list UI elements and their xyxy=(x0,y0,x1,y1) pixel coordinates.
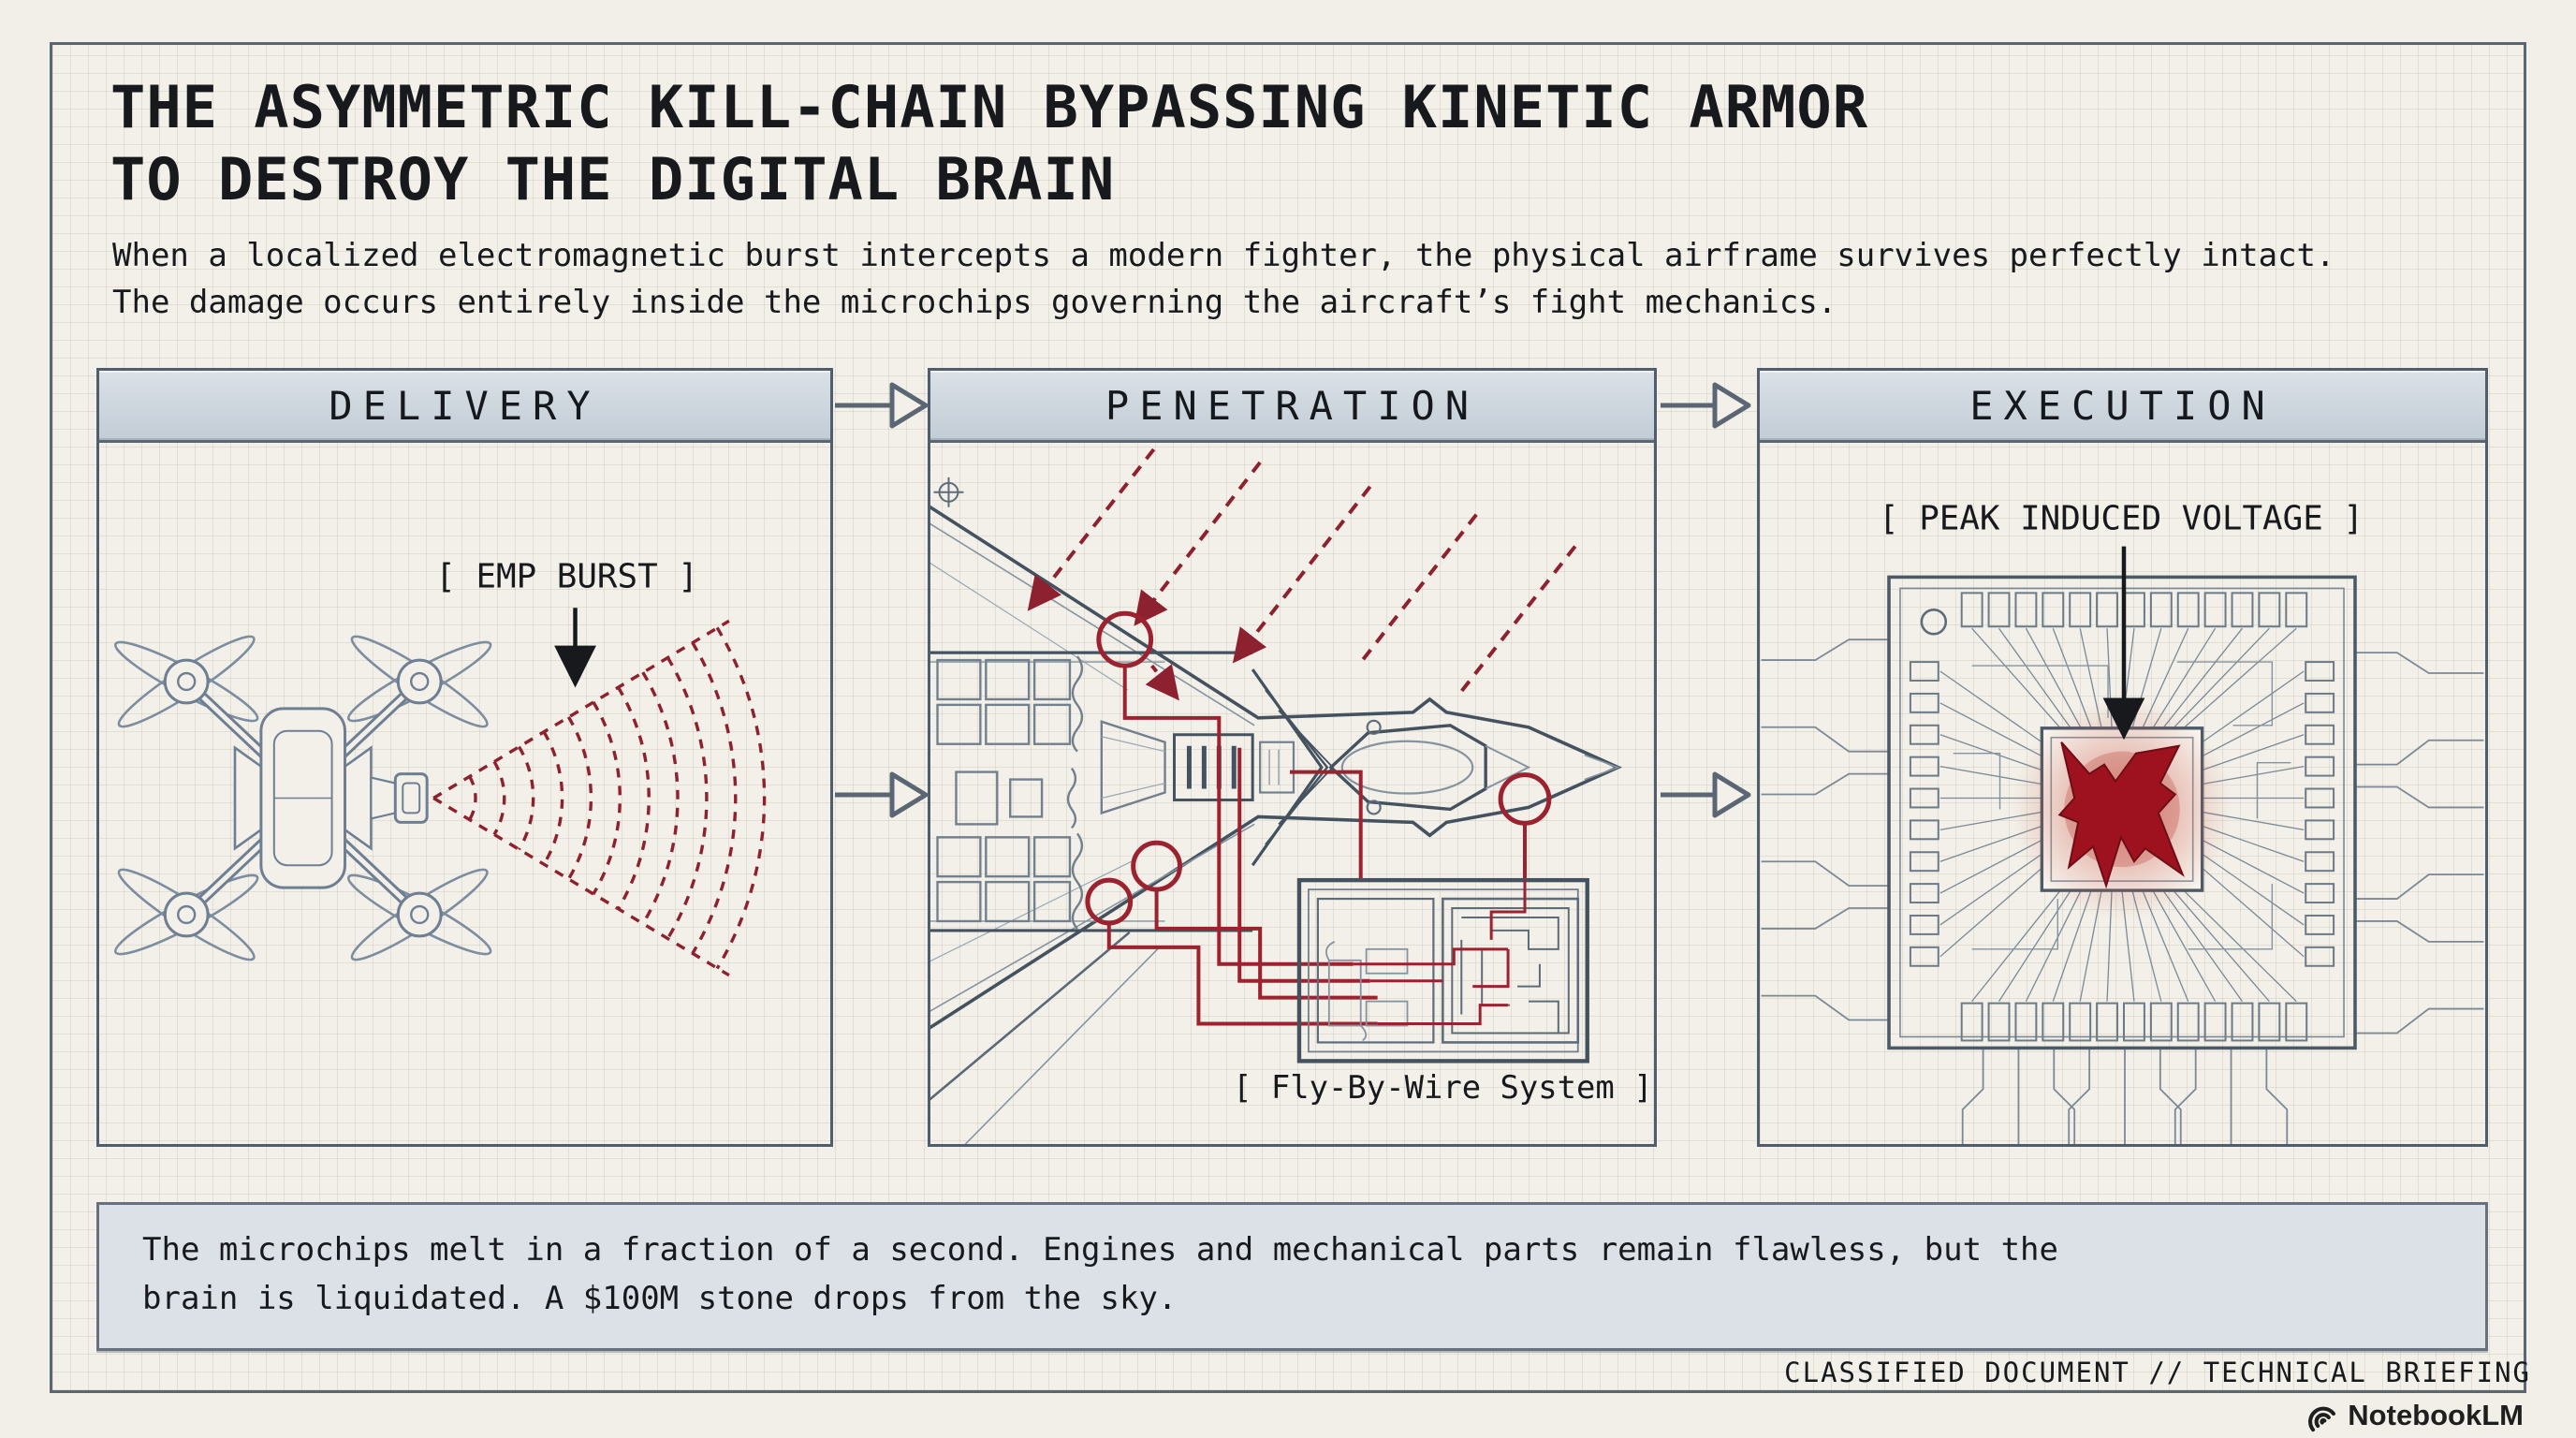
panel-penetration-title: PENETRATION xyxy=(1105,382,1480,429)
emp-burst-label: [ EMP BURST ] xyxy=(435,557,698,595)
pin1-marker-icon xyxy=(1920,609,1948,636)
emp-burst-cone xyxy=(432,619,767,977)
brand-name: NotebookLM xyxy=(2348,1399,2524,1431)
brand-watermark: NotebookLM xyxy=(2306,1399,2524,1432)
panel-execution-header: EXECUTION xyxy=(1760,371,2485,443)
title-line-1: THE ASYMMETRIC KILL-CHAIN BYPASSING KINE… xyxy=(110,73,1869,141)
drone-motor-pods xyxy=(163,658,443,938)
drone-body xyxy=(233,707,429,889)
classification-banner: CLASSIFIED DOCUMENT // TECHNICAL BRIEFIN… xyxy=(1784,1357,2531,1388)
jet-canopy xyxy=(1328,719,1620,815)
jet-turbine xyxy=(1100,720,1295,815)
chip-die xyxy=(2012,698,2232,919)
summary-line-1: The microchips melt in a fraction of a s… xyxy=(142,1231,2058,1269)
page-title: THE ASYMMETRIC KILL-CHAIN BYPASSING KINE… xyxy=(110,71,1868,215)
board-traces xyxy=(1761,638,2484,1144)
document-frame: THE ASYMMETRIC KILL-CHAIN BYPASSING KINE… xyxy=(50,42,2529,1393)
subtitle-line-1: When a localized electromagnetic burst i… xyxy=(112,237,2335,274)
summary-line-2: brain is liquidated. A $100M stone drops… xyxy=(142,1280,1178,1317)
summary-box: The microchips melt in a fraction of a s… xyxy=(96,1202,2488,1351)
notebooklm-logo-icon xyxy=(2308,1406,2336,1432)
flow-arrow-icon xyxy=(1712,382,1751,429)
panel-penetration: PENETRATION xyxy=(928,368,1657,1147)
panel-execution-title: EXECUTION xyxy=(1969,382,2276,429)
chip-pins xyxy=(1909,592,2335,1042)
panel-penetration-body: [ Fly-By-Wire System ] xyxy=(930,446,1654,1144)
panel-delivery-title: DELIVERY xyxy=(329,382,601,429)
signal-routing-lines xyxy=(1106,666,1527,1026)
panel-execution: EXECUTION xyxy=(1757,368,2488,1147)
jet-airframe xyxy=(930,505,1622,1144)
flow-arrow-icon xyxy=(889,771,929,818)
panel-delivery: DELIVERY xyxy=(96,368,833,1147)
emp-incoming-arrows xyxy=(1027,448,1577,701)
drone-arms xyxy=(198,691,409,905)
jet-engine-bays xyxy=(936,655,1084,930)
flow-arrow-icon xyxy=(1712,771,1751,818)
flow-arrow-icon xyxy=(889,382,929,429)
fly-by-wire-label: [ Fly-By-Wire System ] xyxy=(1233,1069,1652,1106)
crosshair-icon xyxy=(933,477,964,507)
fly-by-wire-inset xyxy=(1296,877,1589,1064)
strike-point-circles xyxy=(1085,610,1552,926)
panel-delivery-body: [ EMP BURST ] xyxy=(99,446,830,1144)
drone-emp-diagram: [ EMP BURST ] xyxy=(113,557,767,977)
fighter-jet-diagram: [ Fly-By-Wire System ] xyxy=(930,448,1653,1144)
page-subtitle: When a localized electromagnetic burst i… xyxy=(112,232,2335,326)
burn-mark-icon xyxy=(2057,741,2185,889)
subtitle-line-2: The damage occurs entirely inside the mi… xyxy=(112,284,1837,321)
panel-delivery-header: DELIVERY xyxy=(99,371,830,443)
package-routing xyxy=(1953,661,2291,950)
panel-execution-body: [ PEAK INDUCED VOLTAGE ] xyxy=(1760,446,2485,1144)
microchip-diagram: [ PEAK INDUCED VOLTAGE ] xyxy=(1761,500,2484,1144)
title-line-2: TO DESTROY THE DIGITAL BRAIN xyxy=(110,145,1116,213)
panel-penetration-header: PENETRATION xyxy=(930,371,1654,443)
peak-voltage-label: [ PEAK INDUCED VOLTAGE ] xyxy=(1879,500,2364,538)
